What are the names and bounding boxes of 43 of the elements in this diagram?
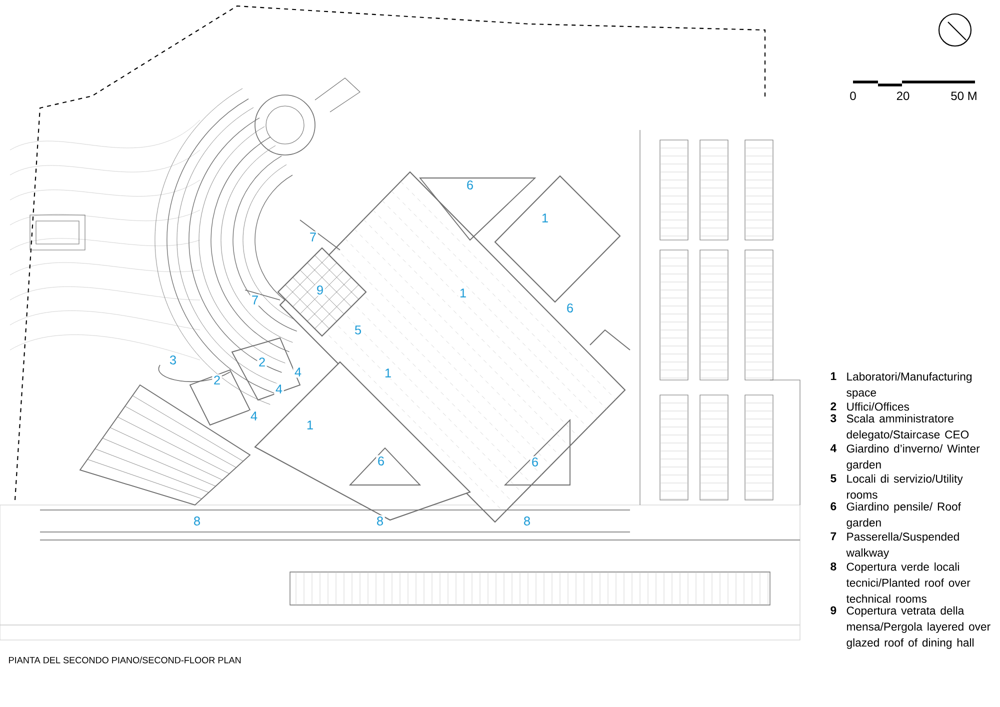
callout-number: 9 xyxy=(315,284,325,296)
callout-number: 1 xyxy=(383,367,393,379)
key-number: 9 xyxy=(830,606,836,614)
key-number: 3 xyxy=(830,414,836,422)
callout-number: 1 xyxy=(305,419,315,431)
key-number: 8 xyxy=(830,562,836,570)
key-number: 2 xyxy=(830,402,836,410)
key-text: Giardino d’inverno/ Winter garden xyxy=(846,444,980,471)
callout-number: 3 xyxy=(168,354,178,366)
scale-label: 20 xyxy=(896,92,910,100)
callout-number: 6 xyxy=(530,456,540,468)
callout-number: 6 xyxy=(465,179,475,191)
key-number: 5 xyxy=(830,474,836,482)
scale-label: 50 M xyxy=(951,92,976,100)
key-number: 7 xyxy=(830,532,836,540)
key-number: 4 xyxy=(830,444,837,452)
key-text: Locali di servizio/Utility rooms xyxy=(847,474,963,499)
key-text: Passerella/Suspended walkway xyxy=(846,532,959,559)
scale-label: 0 xyxy=(850,92,856,100)
callout-number: 2 xyxy=(257,356,267,368)
callout-number: 4 xyxy=(293,366,303,378)
callout-number: 7 xyxy=(308,231,318,243)
callout-number: 8 xyxy=(375,515,385,527)
key-number: 1 xyxy=(830,372,836,380)
key-number: 6 xyxy=(830,502,836,510)
callout-number: 6 xyxy=(565,302,575,314)
key-text: Uffici/Offices xyxy=(847,402,910,411)
key-text: Copertura vetrata della mensa/Pergola layered over glazed roof of dining hall xyxy=(846,606,990,649)
callout-number: 1 xyxy=(458,287,468,299)
callout-number: 2 xyxy=(212,374,222,386)
key-text: Laboratori/Manufacturing space xyxy=(846,372,972,399)
callout-number: 4 xyxy=(249,410,259,422)
key-text: Copertura verde locali tecnici/Planted roof over technical rooms xyxy=(846,562,970,603)
callout-number: 6 xyxy=(376,455,386,467)
callout-number: 4 xyxy=(274,383,284,395)
callout-number: 1 xyxy=(540,212,550,224)
caption: PIANTA DEL SECONDO PIANO/SECOND-FLOOR PLAN xyxy=(9,656,241,664)
key-text: Giardino pensile/ Roof garden xyxy=(846,502,961,529)
callout-number: 7 xyxy=(250,294,260,306)
callout-number: 8 xyxy=(522,515,532,527)
callout-number: 5 xyxy=(353,324,363,336)
key-text: Scala amministratore delegato/Staircase CEO xyxy=(846,414,969,441)
callout-number: 8 xyxy=(192,515,202,527)
